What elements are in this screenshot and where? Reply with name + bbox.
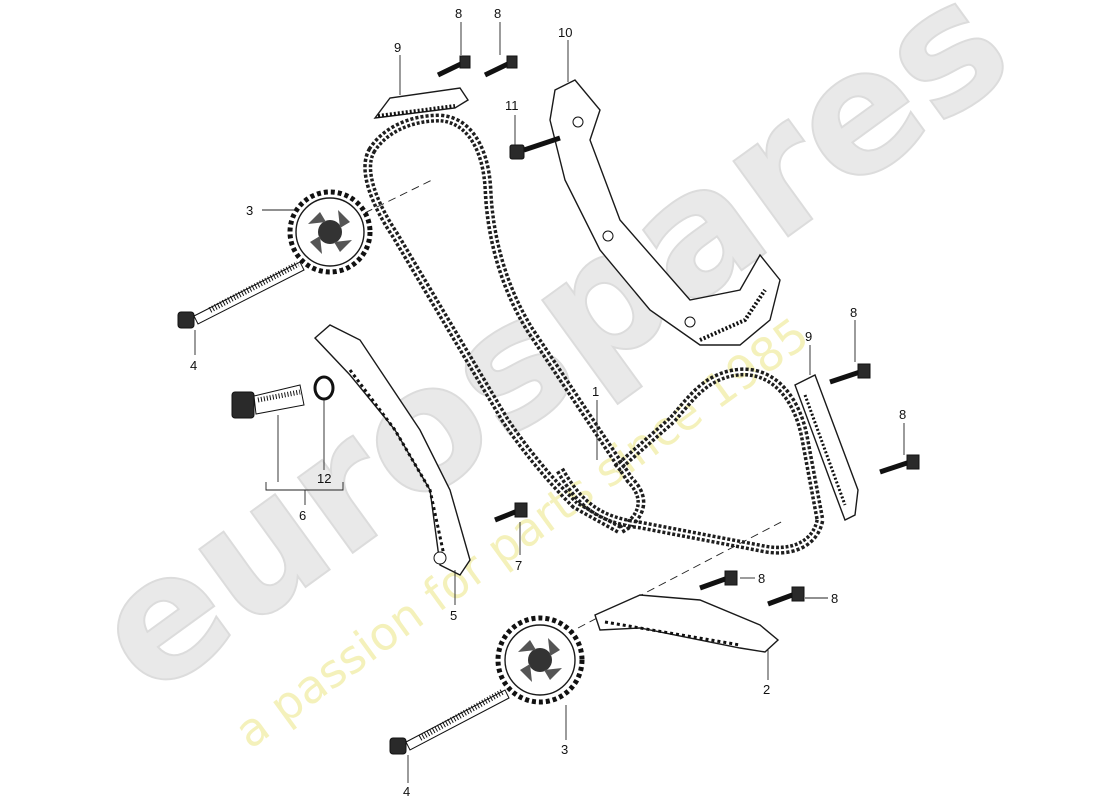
bolts-top-pair [436,55,518,78]
callout-3: 3 [246,203,253,218]
callout-8: 8 [850,305,857,320]
camshaft-sprocket-lower [495,615,585,705]
callout-11: 11 [505,98,519,113]
leader-lines [194,22,905,783]
chain-guide-left [313,324,471,576]
callout-8: 8 [455,6,462,21]
callout-5: 5 [450,608,457,623]
callout-3: 3 [561,742,568,757]
bolts-lower-pair [699,570,805,607]
callout-2: 2 [763,682,770,697]
sprocket-bolt-lower [389,689,510,755]
callout-4: 4 [190,358,197,373]
callout-10: 10 [558,25,572,40]
bolt-7 [494,502,528,523]
callout-8: 8 [899,407,906,422]
callout-12: 12 [317,471,331,486]
bolts-right [829,363,920,475]
guide-rail-upper [373,87,469,119]
sprocket-bolt-upper [177,261,305,329]
callout-8: 8 [494,6,501,21]
callout-9: 9 [805,329,812,344]
guide-rail-right [794,374,859,521]
hydraulic-tensioner [231,375,335,419]
callout-1: 1 [592,384,599,399]
guide-rail-lower [594,594,780,653]
timing-chain-upper [363,113,646,536]
callout-8: 8 [831,591,838,606]
tensioner-rail [549,79,781,346]
bolt-11 [509,135,561,160]
callout-9: 9 [394,40,401,55]
callouts: 8 8 9 10 11 3 4 12 6 5 7 1 9 8 8 8 8 2 3… [190,6,906,799]
callout-7: 7 [515,558,522,573]
camshaft-sprocket-upper [287,189,373,275]
callout-4: 4 [403,784,410,799]
callout-8: 8 [758,571,765,586]
timing-chain-lower [556,367,825,555]
callout-6: 6 [299,508,306,523]
alignment-line-lower [554,519,786,641]
